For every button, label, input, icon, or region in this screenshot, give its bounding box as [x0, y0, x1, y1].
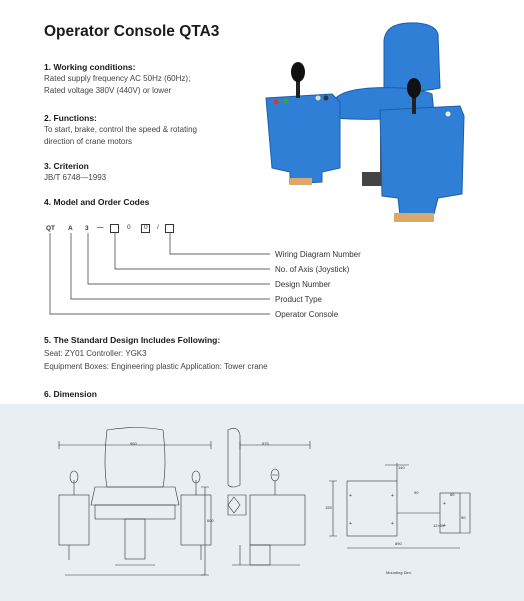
plan-r1-label: 80: [450, 492, 455, 497]
legend-operator-console: Operator Console: [275, 310, 339, 319]
svg-text:+: +: [391, 521, 394, 527]
code-a: A: [68, 225, 73, 232]
mounting-label: Mounting Dim.: [386, 570, 412, 575]
functions-line-2: direction of crane motors: [44, 137, 133, 146]
svg-text:+: +: [349, 493, 352, 499]
code-leader-lines: [49, 233, 270, 315]
front-view-drawing: [58, 427, 212, 576]
plan-right-label: 90: [414, 490, 419, 495]
legend-design-number: Design Number: [275, 280, 331, 289]
functions-line-1: To start, brake, control the speed & rot…: [44, 125, 197, 134]
working-conditions-line-2: Rated voltage 380V (440V) or lower: [44, 86, 172, 95]
svg-text:+: +: [443, 501, 446, 507]
dimension-heading: 6. Dimension: [44, 389, 97, 399]
standard-design-line-2: Equipment Boxes: Engineering plastic App…: [44, 362, 268, 371]
plan-slot-label: 12×59: [433, 523, 445, 528]
code-box-2: [141, 224, 150, 233]
code-box-text-1: 0: [127, 224, 131, 231]
code-dash: —: [97, 224, 104, 231]
page-title: Operator Console QTA3: [44, 23, 220, 40]
product-photo: [265, 22, 465, 222]
svg-text:+: +: [391, 493, 394, 499]
front-height-label: 600: [207, 518, 214, 523]
plan-left-label: 155: [325, 505, 332, 510]
legend-wiring-diagram: Wiring Diagram Number: [275, 250, 361, 259]
dimension-drawing-panel: [0, 404, 524, 601]
legend-product-type: Product Type: [275, 295, 322, 304]
front-width-label: 960: [130, 441, 137, 446]
plan-r2-label: 90: [461, 515, 466, 520]
mounting-plan-drawing: + + + + + +: [329, 463, 471, 549]
code-3: 3: [85, 225, 89, 232]
code-qt: QT: [46, 225, 56, 232]
standard-design-line-1: Seat: ZY01 Controller: YGK3: [44, 349, 147, 358]
code-box-1: [110, 224, 119, 233]
criterion-line: JB/T 6748—1993: [44, 173, 107, 182]
working-conditions-line-1: Rated supply frequency AC 50Hz (60Hz);: [44, 74, 191, 83]
working-conditions-heading: 1. Working conditions:: [44, 62, 136, 72]
code-box-slash: /: [157, 224, 159, 231]
code-box-text-2: 0: [144, 224, 148, 231]
model-codes-heading: 4. Model and Order Codes: [44, 197, 150, 207]
svg-text:+: +: [443, 523, 446, 529]
code-box-3: [165, 224, 174, 233]
standard-design-heading: 5. The Standard Design Includes Followin…: [44, 335, 221, 345]
criterion-heading: 3. Criterion: [44, 161, 89, 171]
functions-heading: 2. Functions:: [44, 113, 97, 123]
plan-bottom-label: 890: [395, 541, 402, 546]
side-width-label: 575: [262, 441, 269, 446]
svg-text:+: +: [349, 521, 352, 527]
side-view-drawing: [227, 428, 311, 566]
plan-top-label: 140: [398, 465, 405, 470]
legend-axis-number: No. of Axis (Joystick): [275, 265, 350, 274]
